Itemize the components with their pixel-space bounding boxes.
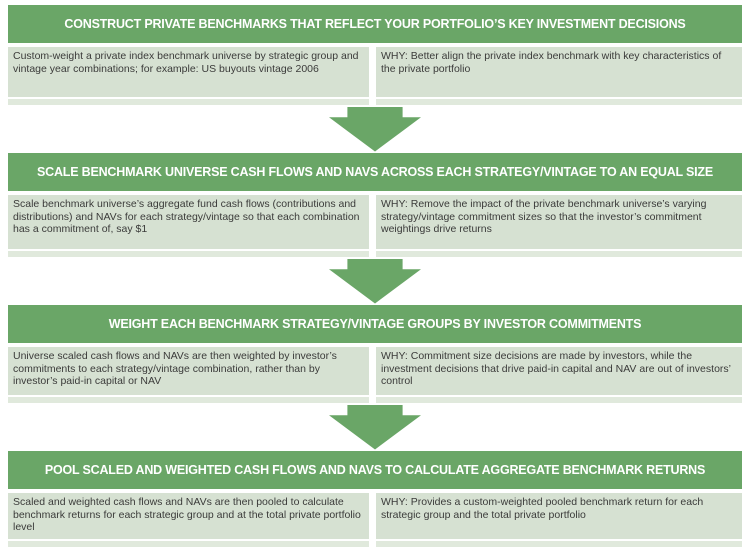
step-1-footer-strip-right (376, 99, 742, 105)
flow-step-2: SCALE BENCHMARK UNIVERSE CASH FLOWS AND … (8, 153, 742, 257)
step-4-footer-strip-left (8, 541, 369, 547)
step-4-cells: Scaled and weighted cash flows and NAVs … (8, 493, 742, 539)
step-1-footer-strip-left (8, 99, 369, 105)
step-3-cells: Universe scaled cash flows and NAVs are … (8, 347, 742, 395)
step-2-footer-strip-left (8, 251, 369, 257)
step-4-why: WHY: Provides a custom-weighted pooled b… (376, 493, 742, 539)
step-4-footer-strip (8, 541, 742, 547)
step-3-footer-strip-left (8, 397, 369, 403)
step-2-cells: Scale benchmark universe’s aggregate fun… (8, 195, 742, 249)
down-arrow-icon (329, 404, 421, 450)
step-3-footer-strip (8, 397, 742, 403)
arrow-1-wrap (8, 105, 742, 153)
step-1-why: WHY: Better align the private index benc… (376, 47, 742, 97)
down-arrow-icon (329, 258, 421, 304)
step-2-why: WHY: Remove the impact of the private be… (376, 195, 742, 249)
step-1-header: CONSTRUCT PRIVATE BENCHMARKS THAT REFLEC… (8, 5, 742, 43)
step-1-description: Custom-weight a private index benchmark … (8, 47, 369, 97)
step-2-description: Scale benchmark universe’s aggregate fun… (8, 195, 369, 249)
flow-step-3: WEIGHT EACH BENCHMARK STRATEGY/VINTAGE G… (8, 305, 742, 403)
step-1-cells: Custom-weight a private index benchmark … (8, 47, 742, 97)
step-3-footer-strip-right (376, 397, 742, 403)
step-4-header: POOL SCALED AND WEIGHTED CASH FLOWS AND … (8, 451, 742, 489)
step-2-footer-strip-right (376, 251, 742, 257)
step-3-description: Universe scaled cash flows and NAVs are … (8, 347, 369, 395)
arrow-2-wrap (8, 257, 742, 305)
flow-step-1: CONSTRUCT PRIVATE BENCHMARKS THAT REFLEC… (8, 5, 742, 105)
step-2-header: SCALE BENCHMARK UNIVERSE CASH FLOWS AND … (8, 153, 742, 191)
step-4-footer-strip-right (376, 541, 742, 547)
step-1-footer-strip (8, 99, 742, 105)
arrow-3-wrap (8, 403, 742, 451)
step-3-header: WEIGHT EACH BENCHMARK STRATEGY/VINTAGE G… (8, 305, 742, 343)
step-3-why: WHY: Commitment size decisions are made … (376, 347, 742, 395)
step-4-description: Scaled and weighted cash flows and NAVs … (8, 493, 369, 539)
step-2-footer-strip (8, 251, 742, 257)
down-arrow-icon (329, 106, 421, 152)
flow-step-4: POOL SCALED AND WEIGHTED CASH FLOWS AND … (8, 451, 742, 547)
